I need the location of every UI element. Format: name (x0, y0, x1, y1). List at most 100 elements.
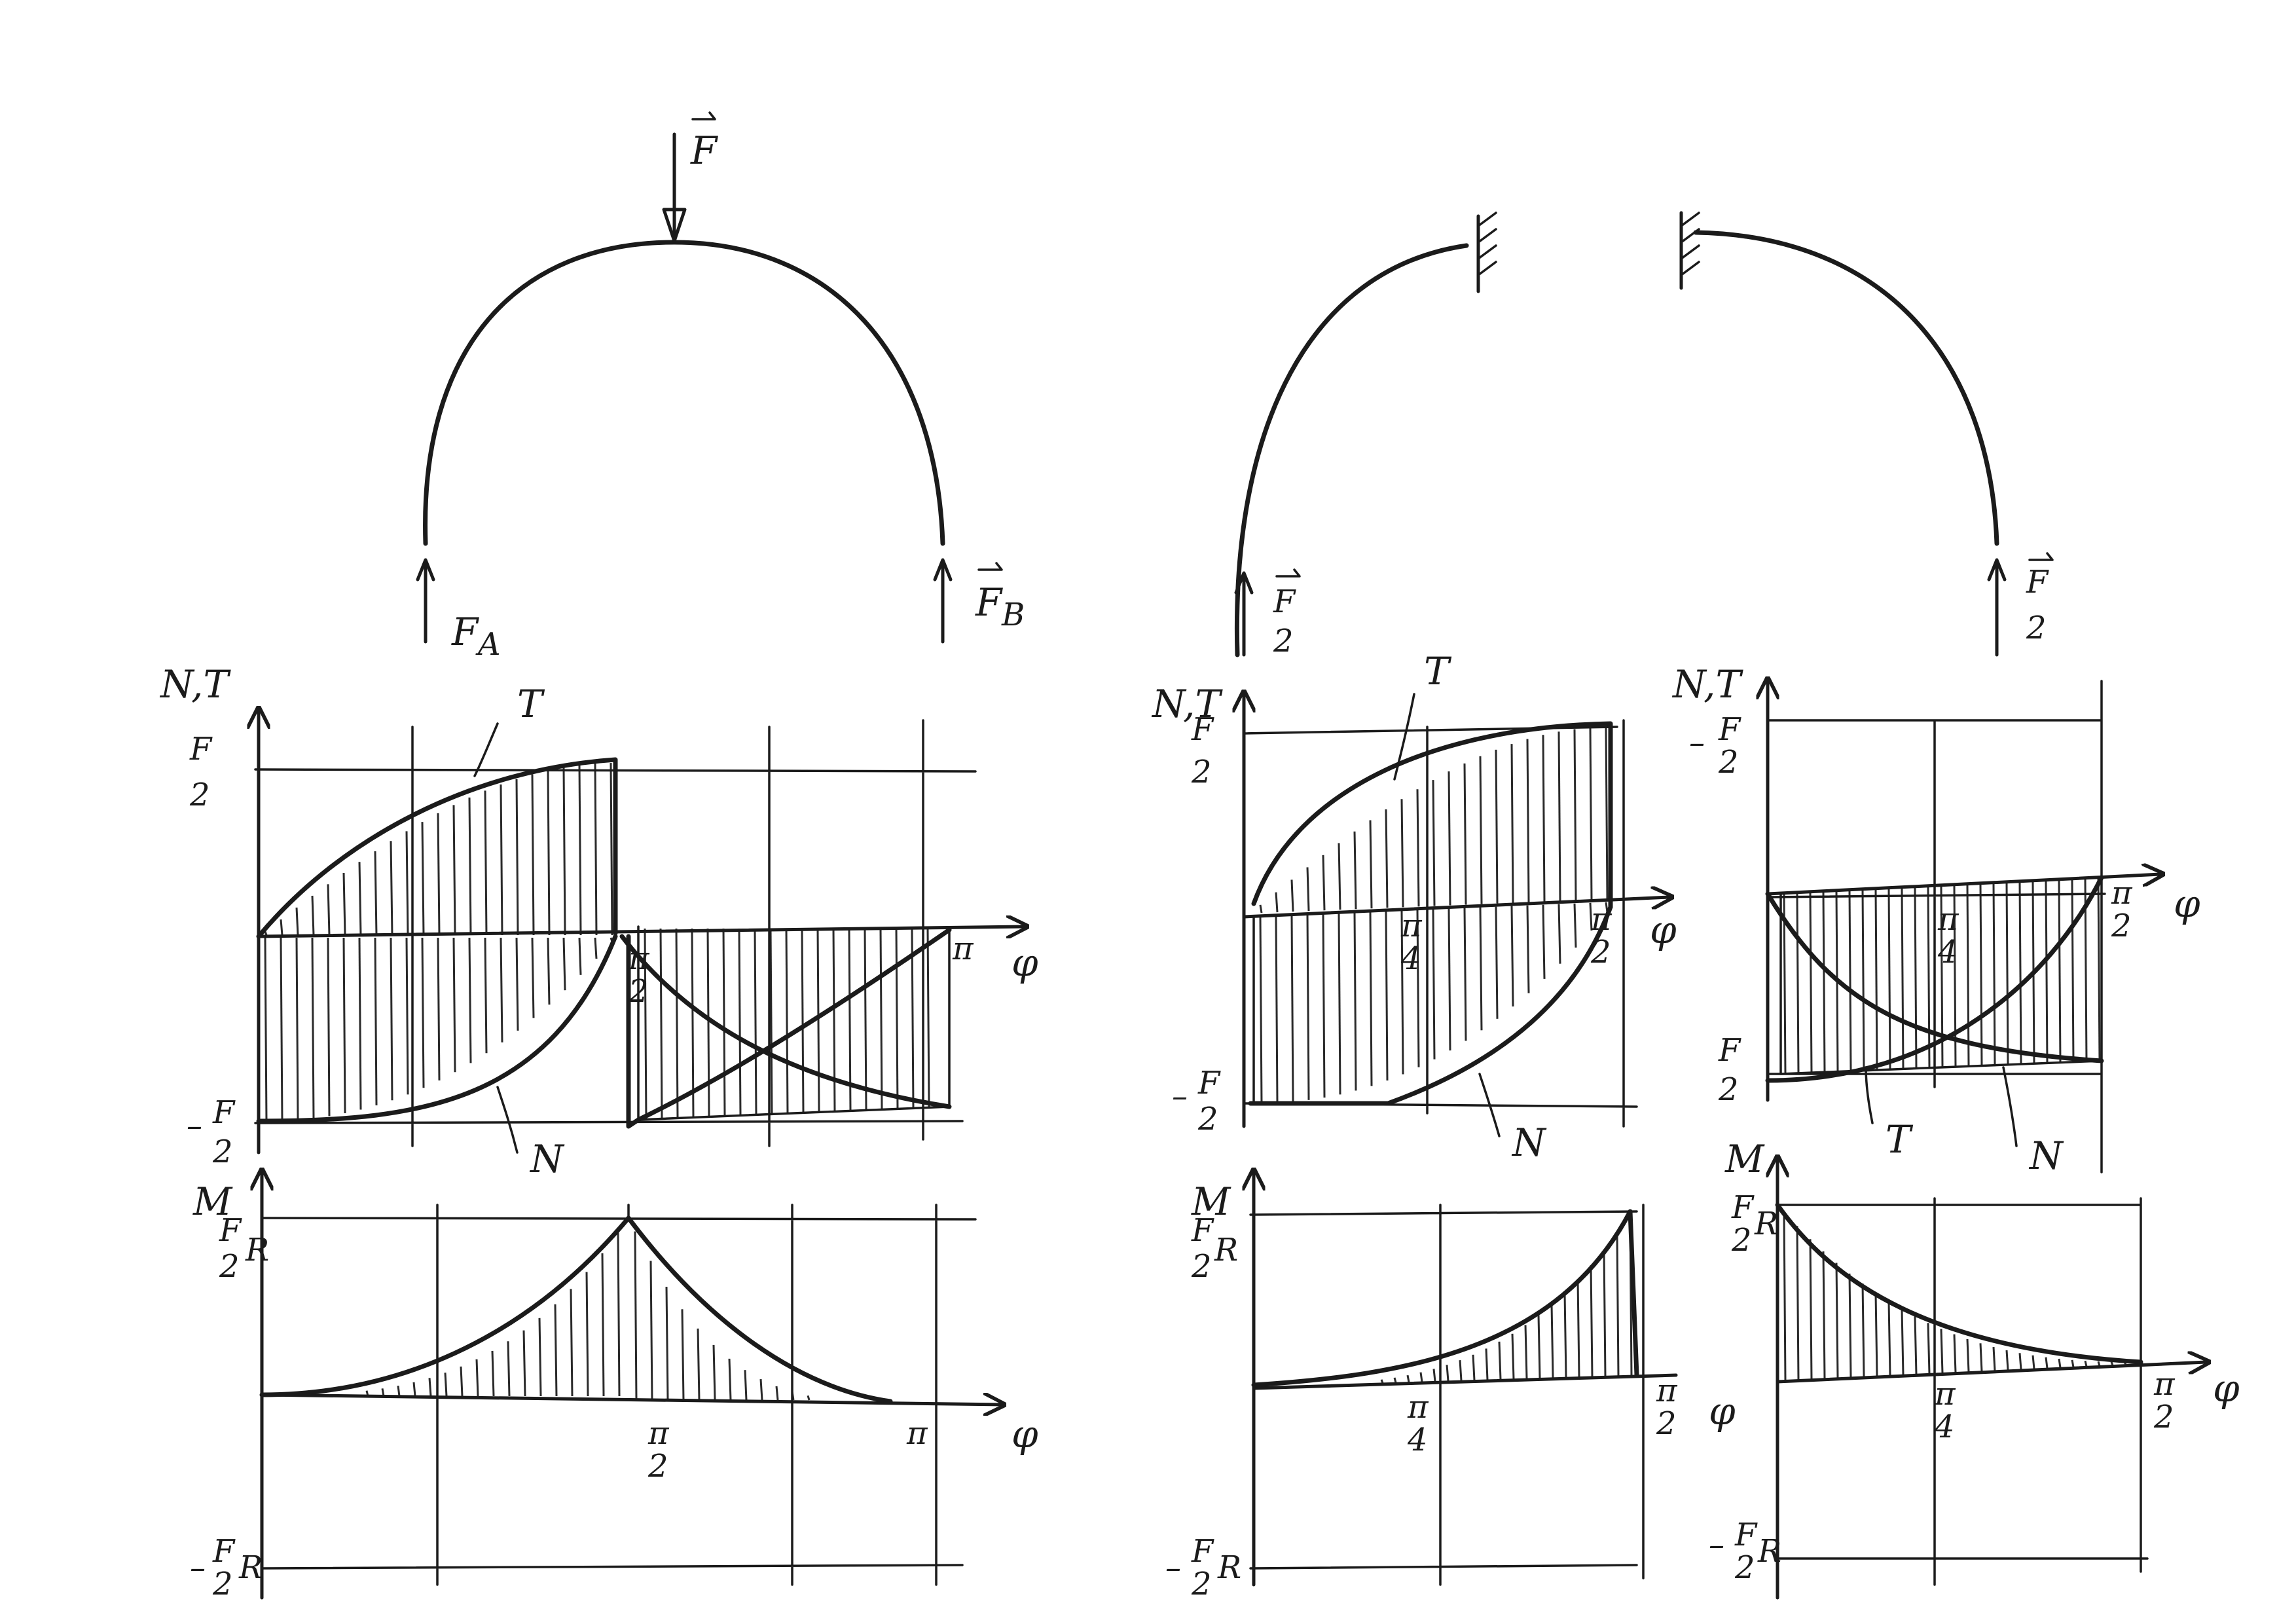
reaction-a-head (416, 558, 435, 581)
nt-left-axis-label: N,T (159, 662, 231, 707)
nt-mid-fhalf: F (1191, 711, 1214, 748)
m-mid-pihalf-den: 2 (1656, 1405, 1677, 1442)
m-right-piquarter-den: 4 (1934, 1409, 1955, 1445)
m-right-hatching (1783, 1212, 2127, 1380)
nt-mid-t-label: T (1424, 649, 1452, 693)
half-right-den: 2 (2026, 610, 2047, 646)
nt-right-minus: – (1689, 724, 1705, 761)
nt-diagram-middle: N,T F 2 – F 2 T N π 4 π 2 φ (1151, 649, 1677, 1165)
clamp-left-hatch (1477, 212, 1497, 276)
nt-mid-neg-two: 2 (1197, 1101, 1218, 1137)
m-right-fhalf: F (1731, 1189, 1755, 1226)
m-diagram-right: M F 2 R – F 2 R π 4 π 2 φ (1709, 1137, 2240, 1600)
nt-mid-neg-fhalf: F (1197, 1065, 1221, 1101)
nt-mid-n-leader (1478, 1073, 1501, 1137)
reaction-a-sub: A (475, 626, 501, 663)
nt-mid-hatching (1259, 727, 1609, 1103)
m-right-axis-label: M (1724, 1137, 1765, 1181)
m-left-hatching (365, 1231, 811, 1401)
nt-left-pi: π (952, 931, 974, 967)
m-left-r: R (245, 1232, 269, 1268)
m-mid-neg-fhalf: F (1191, 1533, 1214, 1570)
nt-right-n-leader (2002, 1066, 2018, 1147)
m-diagram-middle: M F 2 R – F 2 R π 4 π 2 φ (1165, 1172, 1736, 1602)
m-left-pihalf-num: π (647, 1415, 670, 1452)
m-left-neg-fhalf: F (212, 1533, 236, 1570)
half-left-vector-mark (1275, 568, 1301, 578)
half-right-num: F (2026, 564, 2049, 600)
nt-left-pihalf-num: π (628, 940, 650, 977)
nt-right-n-label: N (2028, 1134, 2064, 1178)
nt-left-fhalf: F (189, 731, 213, 767)
m-curve-mid (1251, 1209, 1639, 1388)
m-mid-minus: – (1165, 1549, 1181, 1586)
m-mid-two: 2 (1191, 1248, 1212, 1285)
t-curve-left-2 (636, 927, 952, 1122)
t-curve-left (256, 757, 618, 939)
load-label: F (690, 128, 718, 173)
arch-right-half: F 2 (1679, 211, 2054, 657)
m-mid-x-axis (1252, 1373, 1678, 1390)
m-right-two: 2 (1731, 1222, 1752, 1259)
nt-mid-two: 2 (1191, 754, 1212, 790)
m-right-piquarter-num: π (1934, 1376, 1956, 1412)
nt-left-minus: – (187, 1107, 202, 1144)
m-mid-hatching (1380, 1214, 1633, 1384)
nt-mid-axis-label: N,T (1151, 682, 1223, 726)
arch-full: F F A F B (416, 111, 1025, 663)
nt-right-piquarter-den: 4 (1937, 934, 1958, 970)
m-left-two: 2 (219, 1248, 240, 1285)
reaction-b-sub: B (1001, 597, 1025, 633)
nt-diagram-right: N,T – F 2 F 2 T N π 4 π 2 φ (1671, 662, 2200, 1178)
nt-left-two: 2 (189, 777, 210, 813)
nt-right-t-label: T (1886, 1117, 1914, 1162)
nt-left-pihalf-den: 2 (628, 973, 649, 1010)
nt-mid-piquarter-den: 4 (1400, 940, 1421, 977)
m-mid-phi: φ (1709, 1389, 1736, 1433)
m-right-r: R (1754, 1206, 1778, 1242)
nt-right-piquarter-num: π (1937, 901, 1959, 938)
clamp-right-hatch (1680, 212, 1700, 276)
m-right-neg-two: 2 (1734, 1549, 1755, 1586)
m-right-neg-r: R (1757, 1533, 1781, 1570)
m-right-minus: – (1709, 1526, 1724, 1563)
nt-mid-n-label: N (1511, 1120, 1547, 1165)
half-left-num: F (1273, 583, 1296, 620)
m-right-phi: φ (2213, 1366, 2240, 1411)
m-curve-left (259, 1215, 893, 1404)
m-mid-piquarter-num: π (1407, 1389, 1429, 1426)
nt-right-hatching (1783, 877, 2101, 1074)
t-jump-left (626, 934, 641, 1129)
m-left-minus: – (190, 1549, 206, 1586)
m-left-pihalf-den: 2 (647, 1448, 668, 1485)
nt-left-n-leader (496, 1086, 519, 1154)
m-curve-right (1775, 1202, 2143, 1365)
m-left-axis-label: M (192, 1179, 233, 1224)
half-left-den: 2 (1273, 623, 1294, 659)
nt-left-neg-two: 2 (212, 1134, 233, 1170)
nt-right-pihalf-den: 2 (2111, 908, 2132, 944)
m-mid-pihalf-num: π (1656, 1373, 1678, 1409)
nt-left-x-axis (257, 927, 1025, 936)
nt-mid-piquarter-num: π (1400, 908, 1423, 944)
n-curve-left (256, 934, 618, 1124)
nt-right-x-axis (1766, 874, 2160, 896)
nt-left-n-label: N (529, 1137, 565, 1181)
m-right-neg-fhalf: F (1734, 1517, 1758, 1553)
nt-left-right-region (637, 925, 951, 1121)
nt-left-hatching (264, 763, 930, 1121)
reaction-b-vector-mark (977, 562, 1003, 571)
nt-mid-t-leader (1393, 693, 1415, 781)
reaction-b-head (933, 558, 953, 581)
m-left-neg-r: R (238, 1549, 263, 1586)
m-mid-fhalf: F (1191, 1212, 1214, 1249)
reaction-b-label: F (975, 580, 1003, 625)
nt-left-neg-fhalf: F (212, 1094, 236, 1131)
m-left-x-axis (260, 1395, 1002, 1405)
nt-mid-x-axis (1242, 897, 1669, 919)
nt-right-pihalf-num: π (2111, 875, 2133, 912)
nt-mid-pihalf-num: π (1590, 901, 1613, 938)
nt-mid-phi: φ (1650, 908, 1677, 952)
n-curve-right (1765, 875, 2104, 1083)
